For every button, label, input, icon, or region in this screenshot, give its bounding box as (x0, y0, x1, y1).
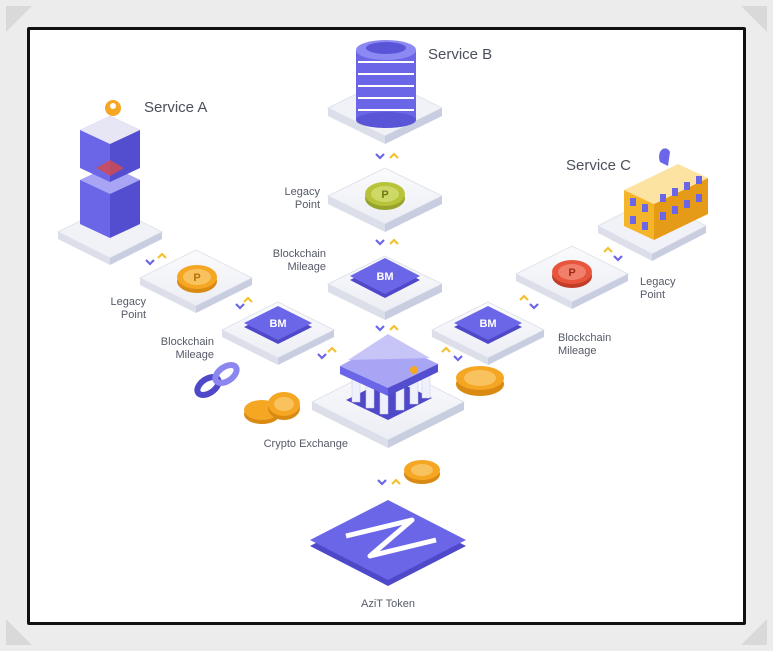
crypto-exchange-label: Crypto Exchange (263, 438, 348, 450)
crypto-coin-bottom-icon (404, 460, 440, 484)
blockchain-mileage-b-tile: BM (326, 255, 444, 320)
service-a-tower-icon (56, 100, 164, 265)
arrow-a-to-legacy (145, 252, 167, 266)
service-c-building-icon (596, 148, 708, 261)
service-b-title: Service B (428, 46, 493, 63)
crypto-exchange-bank-icon (310, 334, 466, 448)
service-c-title: Service C (566, 157, 632, 174)
arrow-legacy-c-to-mileage-c (519, 294, 539, 310)
legacy-point-a-coin-letter: P (193, 272, 200, 284)
legacy-point-c-coin-letter: P (568, 267, 575, 279)
legacy-point-b-tile: P (326, 167, 444, 232)
chain-link-icon (194, 362, 240, 398)
crypto-coins-left-icon (244, 392, 300, 424)
service-a-title: Service A (144, 99, 208, 116)
flow-arrows (145, 152, 623, 486)
service-b-database-icon (326, 40, 444, 144)
legacy-point-c-tile: P (514, 245, 630, 309)
blockchain-mileage-a-label: Blockchain Mileage (160, 336, 214, 361)
arrow-mileage-a-to-exchange (317, 346, 337, 360)
azit-token-label: AziT Token (360, 598, 415, 610)
blockchain-mileage-a-badge: BM (269, 318, 286, 330)
crypto-coins-right-icon (456, 366, 504, 396)
legacy-point-b-coin-letter: P (381, 189, 388, 201)
blockchain-mileage-c-label: Blockchain Mileage (558, 332, 612, 357)
azit-token-icon (310, 500, 466, 586)
blockchain-mileage-a-tile: BM (220, 301, 336, 365)
arrow-exchange-to-token (377, 478, 401, 486)
legacy-point-b-label: Legacy Point (284, 186, 320, 211)
legacy-point-c-label: Legacy Point (640, 276, 676, 301)
arrow-mileage-b-to-exchange (375, 324, 399, 332)
blockchain-mileage-b-label: Blockchain Mileage (272, 248, 326, 273)
arrow-legacy-to-mileage-b (375, 238, 399, 246)
arrow-b-to-legacy (375, 152, 399, 160)
blockchain-mileage-b-badge: BM (376, 271, 393, 283)
legacy-point-a-label: Legacy Point (110, 296, 146, 321)
legacy-point-a-tile: P (138, 249, 254, 313)
arrow-c-to-legacy (603, 246, 623, 262)
blockchain-mileage-c-badge: BM (479, 318, 496, 330)
arrow-mileage-c-to-exchange (441, 346, 463, 362)
blockchain-mileage-c-tile: BM (430, 301, 546, 365)
arrow-legacy-a-to-mileage-a (235, 296, 253, 310)
